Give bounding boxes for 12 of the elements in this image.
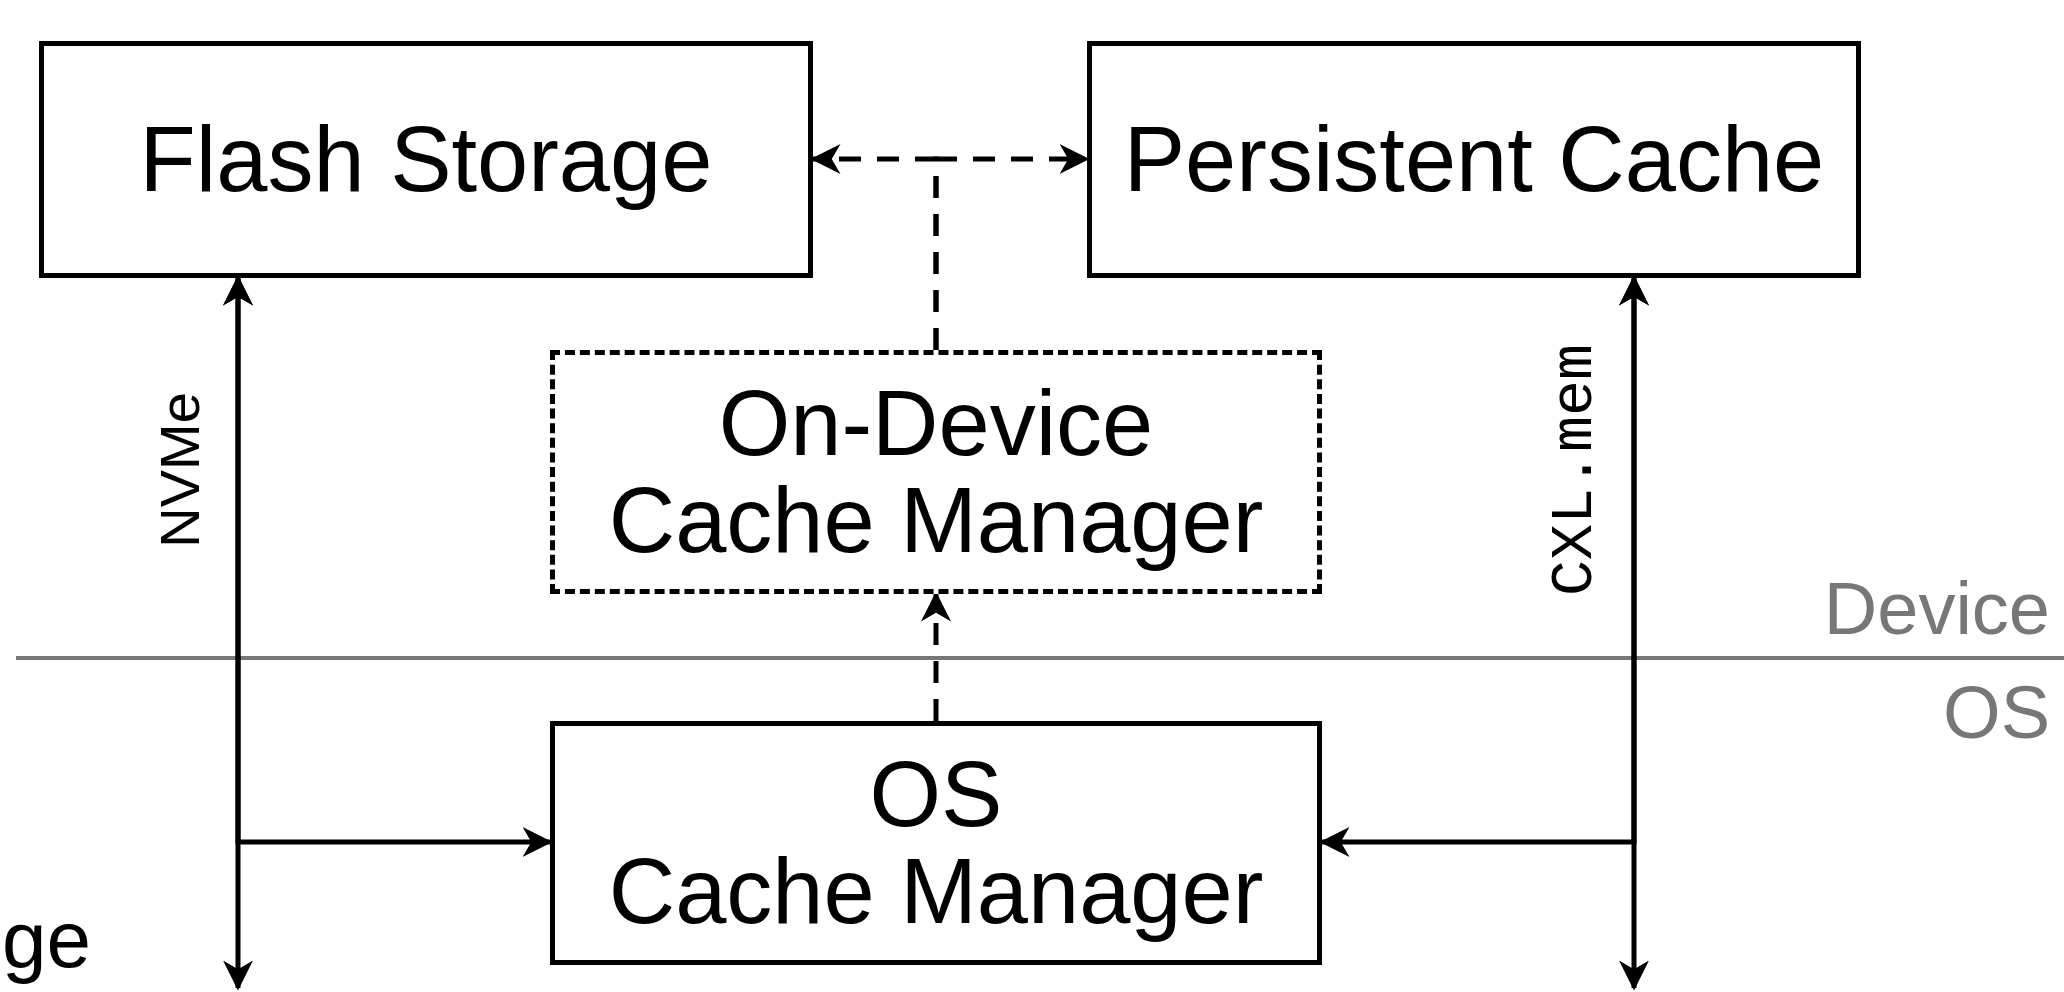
box-label: Flash Storage <box>139 108 713 211</box>
process-box <box>550 721 1322 965</box>
edge-label: CXL.mem <box>1545 344 1605 596</box>
box-label: Persistent Cache <box>1123 108 1825 211</box>
process-box <box>550 350 1322 594</box>
process-box <box>1087 41 1861 278</box>
note-text: OS <box>1943 676 2050 750</box>
process-box <box>39 41 813 278</box>
box-label: On-Device Cache Manager <box>608 375 1264 569</box>
edge-label: NVMe <box>152 392 208 548</box>
note-text: Device <box>1823 572 2050 646</box>
box-label: OS Cache Manager <box>608 746 1264 940</box>
